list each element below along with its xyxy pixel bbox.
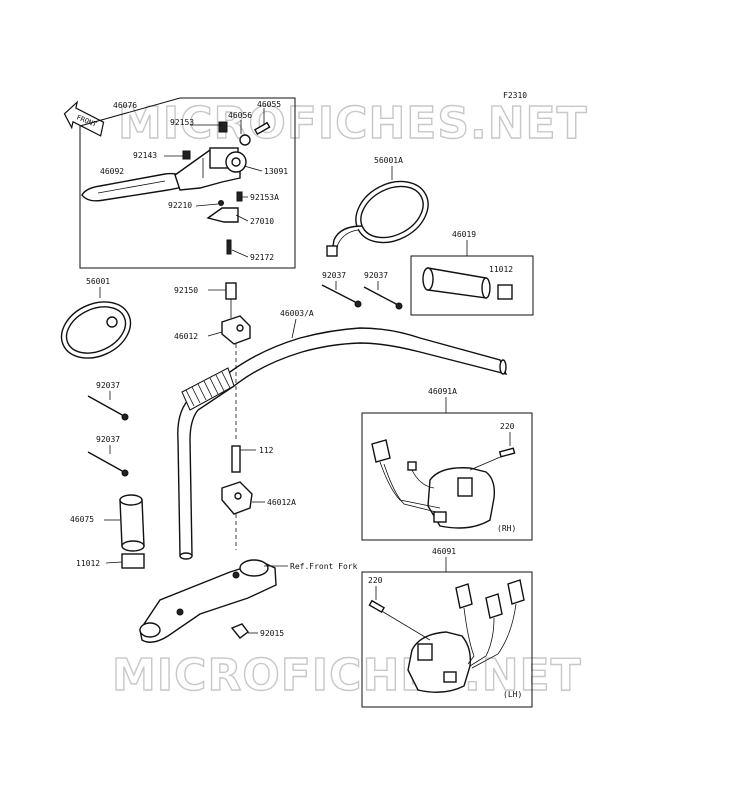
label-92153: 92153 [170, 118, 194, 127]
mirror-left [60, 301, 132, 359]
label-46075: 46075 [70, 515, 94, 524]
label-112: 112 [259, 446, 274, 455]
label-46092: 46092 [100, 167, 124, 176]
grip-right [422, 267, 513, 300]
label-92037-d: 92037 [96, 435, 120, 444]
label-92153a: 92153A [250, 193, 279, 202]
label-46003a: 46003/A [280, 309, 314, 318]
label-46019: 46019 [452, 230, 476, 239]
label-46012: 46012 [174, 332, 198, 341]
lever-assembly-box [79, 97, 296, 269]
label-92150: 92150 [174, 286, 198, 295]
watermark-top: MICROFICHES.NET [118, 98, 588, 149]
label-11012-bottom: 11012 [76, 559, 100, 568]
label-46091: 46091 [432, 547, 456, 556]
label-56001a: 56001A [374, 156, 403, 165]
label-220-lh: 220 [368, 576, 383, 585]
figure-code: F2310 [503, 91, 527, 100]
label-46012a: 46012A [267, 498, 296, 507]
label-11012-top: 11012 [489, 265, 513, 274]
label-56001: 56001 [86, 277, 110, 286]
label-46056: 46056 [228, 111, 252, 120]
front-arrow-icon: FRONT [63, 100, 105, 137]
label-46091a: 46091A [428, 387, 457, 396]
label-46055: 46055 [257, 100, 281, 109]
watermark-bottom: MICROFICHES.NET [112, 650, 582, 701]
label-92172: 92172 [250, 253, 274, 262]
switch-rh-box [361, 412, 533, 541]
label-92037-a: 92037 [322, 271, 346, 280]
grip-box [410, 255, 534, 316]
lever-assembly [81, 121, 271, 255]
triple-clamp [139, 559, 277, 643]
switch-lh-box [361, 571, 533, 708]
label-92037-b: 92037 [364, 271, 388, 280]
grip-left [119, 494, 145, 569]
label-92037-c: 92037 [96, 381, 120, 390]
label-46076: 46076 [113, 101, 137, 110]
switch-lh [368, 579, 525, 693]
label-lh: (LH) [503, 690, 522, 699]
handlebar [177, 327, 508, 560]
label-92143: 92143 [133, 151, 157, 160]
label-92015: 92015 [260, 629, 284, 638]
mirror-right [326, 180, 429, 257]
switch-rh [371, 439, 516, 529]
label-27010: 27010 [250, 217, 274, 226]
label-rh: (RH) [497, 524, 516, 533]
label-92210: 92210 [168, 201, 192, 210]
label-220-rh: 220 [500, 422, 515, 431]
ref-front-fork: Ref.Front Fork [290, 562, 358, 571]
label-13091: 13091 [264, 167, 288, 176]
